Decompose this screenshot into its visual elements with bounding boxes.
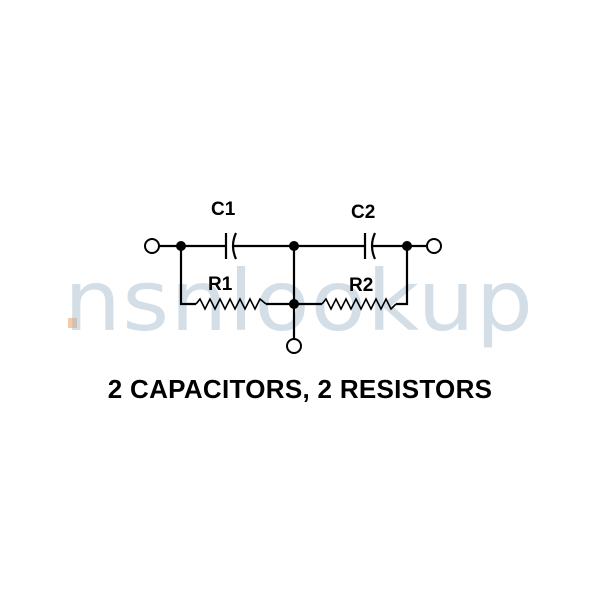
capacitor-c2 xyxy=(363,232,377,260)
terminals xyxy=(144,238,442,354)
label-c1: C1 xyxy=(211,199,236,220)
junction-node-bottom-middle xyxy=(289,299,299,309)
label-r2: R2 xyxy=(349,275,373,296)
terminal-left xyxy=(144,238,160,254)
resistor-r1 xyxy=(195,297,267,311)
wire-right-drop xyxy=(396,246,409,306)
junction-nodes xyxy=(176,241,412,309)
junction-node-left xyxy=(176,241,186,251)
label-r1: R1 xyxy=(208,274,233,295)
capacitor-c1-plate-curved xyxy=(231,232,238,260)
capacitor-c2-plate-curved xyxy=(370,232,377,260)
watermark-text: nsnlookup xyxy=(64,252,534,350)
watermark-accent-dot xyxy=(68,318,77,328)
capacitor-c1 xyxy=(224,232,238,260)
watermark: nsnlookup xyxy=(64,252,534,350)
junction-node-right xyxy=(402,241,412,251)
resistor-r2 xyxy=(321,297,397,311)
junction-node-top-middle xyxy=(289,241,299,251)
wire-left-drop xyxy=(179,246,196,306)
diagram-caption: 2 CAPACITORS, 2 RESISTORS xyxy=(107,374,493,404)
terminal-right xyxy=(426,238,442,254)
wires xyxy=(159,244,427,338)
terminal-bottom xyxy=(286,338,302,354)
label-c2: C2 xyxy=(351,202,375,223)
